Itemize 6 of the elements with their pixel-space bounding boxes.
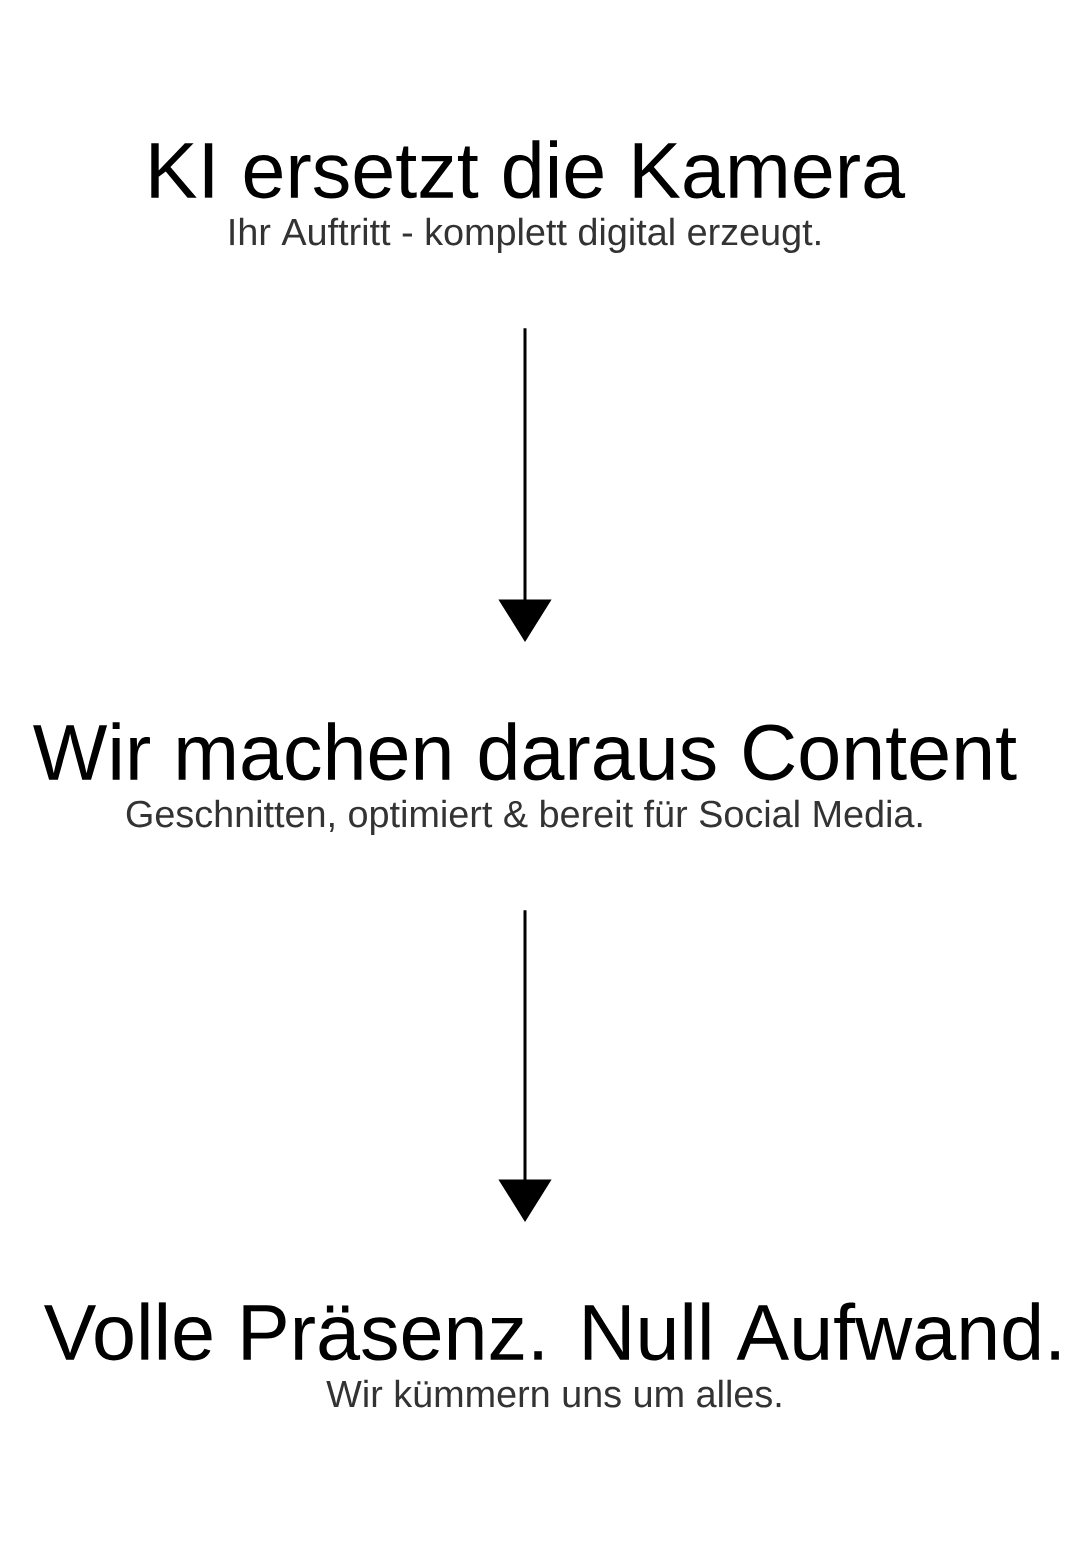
subtitle: Geschnitten, optimiert & bereit für Social Media. xyxy=(126,799,922,835)
heading: Volle Präsenz. Null Aufwand. xyxy=(44,1302,1059,1361)
heading: KI ersetzt die Kamera xyxy=(151,140,906,199)
heading: Wir machen daraus Content xyxy=(33,722,1017,781)
subtitle: Ihr Auftritt - komplett digital erzeugt. xyxy=(230,217,820,253)
subtitle: Wir kümmern uns um alles. xyxy=(326,1379,781,1408)
